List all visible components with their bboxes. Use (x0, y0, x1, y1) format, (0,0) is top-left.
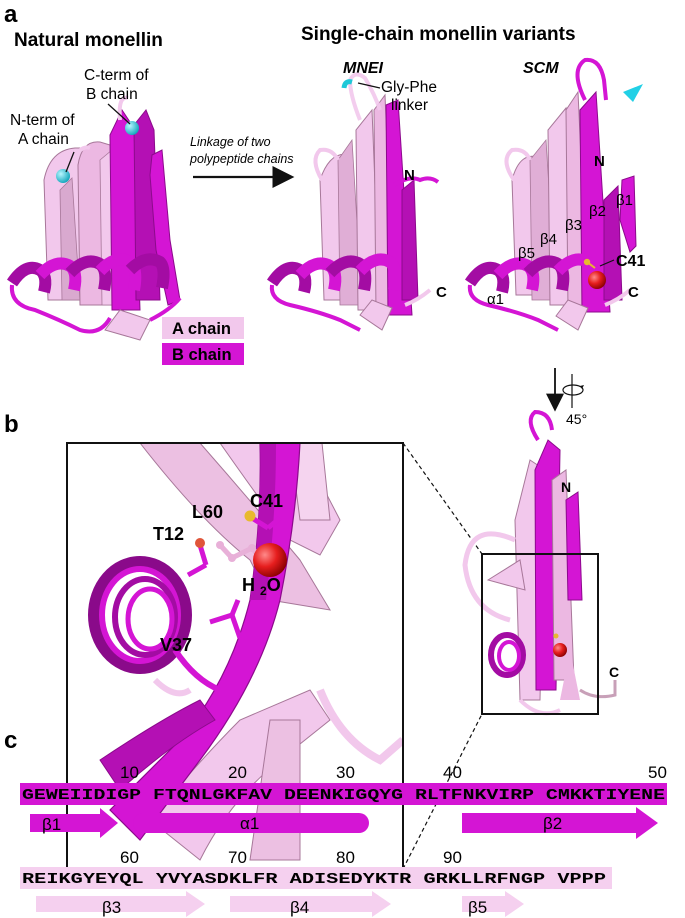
beta2-arrow (462, 807, 658, 839)
beta4-arrow (230, 891, 391, 917)
seq-num-20: 20 (228, 763, 247, 782)
beta4-label: β4 (290, 898, 309, 917)
mnei-structure (267, 72, 440, 332)
side-chain-c41 (244, 510, 282, 531)
gly-phe-linker (341, 79, 353, 89)
row2-numbers: 60 70 80 90 (120, 848, 462, 867)
linkage-label: Linkage of two polypeptide chains (189, 135, 294, 166)
gly-phe-label: Gly-Phe linker (381, 79, 441, 114)
strand-label-b2: β2 (589, 203, 606, 220)
legend-b-chain-swatch (162, 343, 244, 365)
residue-t12: T12 (153, 524, 184, 544)
row1-sequence-bg (20, 783, 667, 805)
strand-label-b4: β4 (540, 231, 557, 248)
rotation-icon (562, 374, 584, 408)
seq-num-60: 60 (120, 848, 139, 867)
seq-num-80: 80 (336, 848, 355, 867)
scm-label: SCM (523, 60, 559, 77)
seq-num-10: 10 (120, 763, 139, 782)
legend-b-chain: B chain (172, 346, 232, 364)
seq-num-30: 30 (336, 763, 355, 782)
scm-structure (465, 57, 637, 332)
beta1-label: β1 (42, 815, 61, 834)
nterm-a-sphere (56, 169, 70, 183)
beta1-arrow (30, 808, 118, 838)
seq-num-40: 40 (443, 763, 462, 782)
panel-c-letter: c (4, 727, 17, 754)
cyan-arrowhead-icon (623, 84, 643, 102)
row1-numbers: 10 20 30 40 50 (120, 763, 667, 782)
side-chain-v37 (209, 599, 243, 639)
natural-monellin-structure (7, 95, 182, 341)
beta3-label: β3 (102, 898, 121, 917)
mnei-c-label: C (436, 284, 447, 301)
strand-label-b5: β5 (518, 245, 535, 262)
water-sphere (253, 543, 287, 577)
legend-a-chain: A chain (172, 320, 231, 338)
strand-label-b1: β1 (616, 192, 633, 209)
scm-water-sphere (588, 271, 606, 289)
seq-num-90: 90 (443, 848, 462, 867)
seq-num-50: 50 (648, 763, 667, 782)
residue-l60: L60 (192, 502, 223, 522)
mnei-n-label: N (404, 167, 415, 184)
beta2-label: β2 (543, 814, 562, 833)
strand-label-b3: β3 (565, 217, 582, 234)
row1-sequence: GEWEIIDIGP FTQNLGKFAV DEENKIGQYG RLTFNKV… (22, 786, 665, 804)
alpha1-cylinder (133, 813, 369, 833)
cterm-b-sphere (125, 121, 139, 135)
rotated-c-label: C (609, 664, 619, 680)
zoom-indicator-box (481, 553, 599, 715)
rotated-structure (462, 409, 617, 716)
scm-helix-label: α1 (487, 291, 504, 308)
mnei-label: MNEI (343, 60, 384, 77)
row2-sequence: REIKGYEYQL YVYASDKLFR ADISEDYKTR GRKLLRF… (22, 870, 606, 888)
panel-b-letter: b (4, 411, 19, 438)
rotated-n-label: N (561, 479, 571, 495)
scm-c-label: C (628, 284, 639, 301)
residue-v37: V37 (160, 635, 192, 655)
row2-sequence-bg (20, 867, 612, 889)
scm-strand-labels: β5 β4 β3 β2 β1 (518, 192, 633, 262)
scm-c41-label: C41 (616, 253, 645, 270)
beta5-arrow (462, 891, 524, 917)
legend-a-chain-swatch (162, 317, 244, 339)
rotation-label: 45° (566, 411, 587, 427)
scm-n-label: N (594, 153, 605, 170)
nterm-a-label: N-term of A chain (10, 112, 79, 148)
single-chain-title: Single-chain monellin variants (301, 24, 576, 45)
panel-a-letter: a (4, 1, 18, 28)
residue-c41: C41 (250, 491, 283, 511)
natural-monellin-title: Natural monellin (14, 30, 163, 51)
cterm-b-label: C-term of B chain (84, 67, 153, 103)
alpha1-label: α1 (240, 814, 259, 833)
side-chain-t12 (186, 538, 209, 578)
beta5-label: β5 (468, 898, 487, 917)
zoom-panel (66, 442, 404, 870)
residue-water: H 2O (242, 575, 281, 598)
seq-num-70: 70 (228, 848, 247, 867)
beta3-arrow (36, 891, 205, 917)
